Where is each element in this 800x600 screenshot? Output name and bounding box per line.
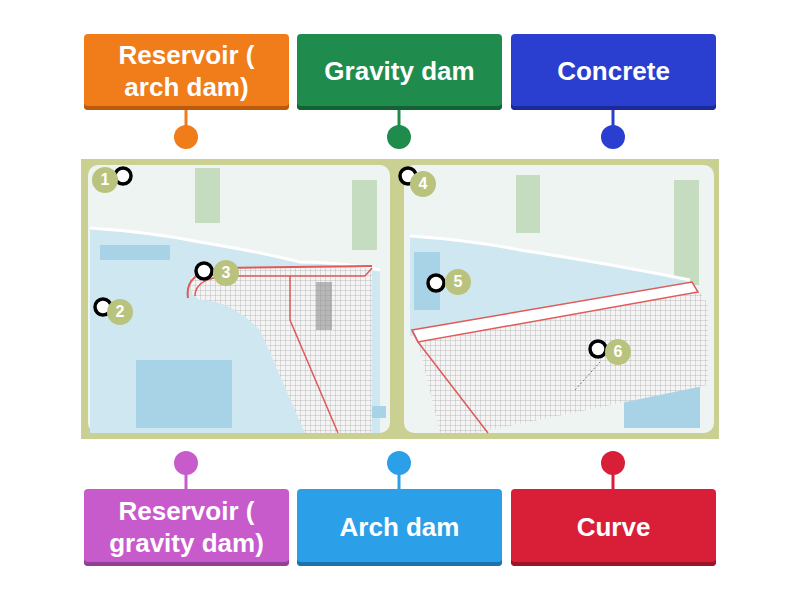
image-frame [81,159,719,439]
drop-dot [95,168,606,357]
arch-dam-panel [88,165,390,433]
callout-number: 2 [107,299,133,325]
answer-text: Reservoir ( arch dam) [94,40,279,103]
answer-text: Reservoir ( gravity dam) [94,496,279,559]
answer-tile: Reservoir ( arch dam) [84,34,289,110]
answer-tile: Gravity dam [297,34,502,110]
callout-number: 1 [92,167,118,193]
answer-text: Arch dam [340,512,460,544]
gravity-dam-panel [404,165,714,433]
callout-number: 5 [445,269,471,295]
answer-tile: Reservoir ( gravity dam) [84,489,289,566]
callout-number: 4 [410,171,436,197]
callout-number: 3 [213,260,239,286]
answer-tile: Arch dam [297,489,502,566]
callout-number: 6 [605,339,631,365]
answer-text: Concrete [557,56,670,88]
answer-tile: Concrete [511,34,716,110]
answer-text: Curve [577,512,651,544]
answer-text: Gravity dam [324,56,474,88]
answer-tile: Curve [511,489,716,566]
